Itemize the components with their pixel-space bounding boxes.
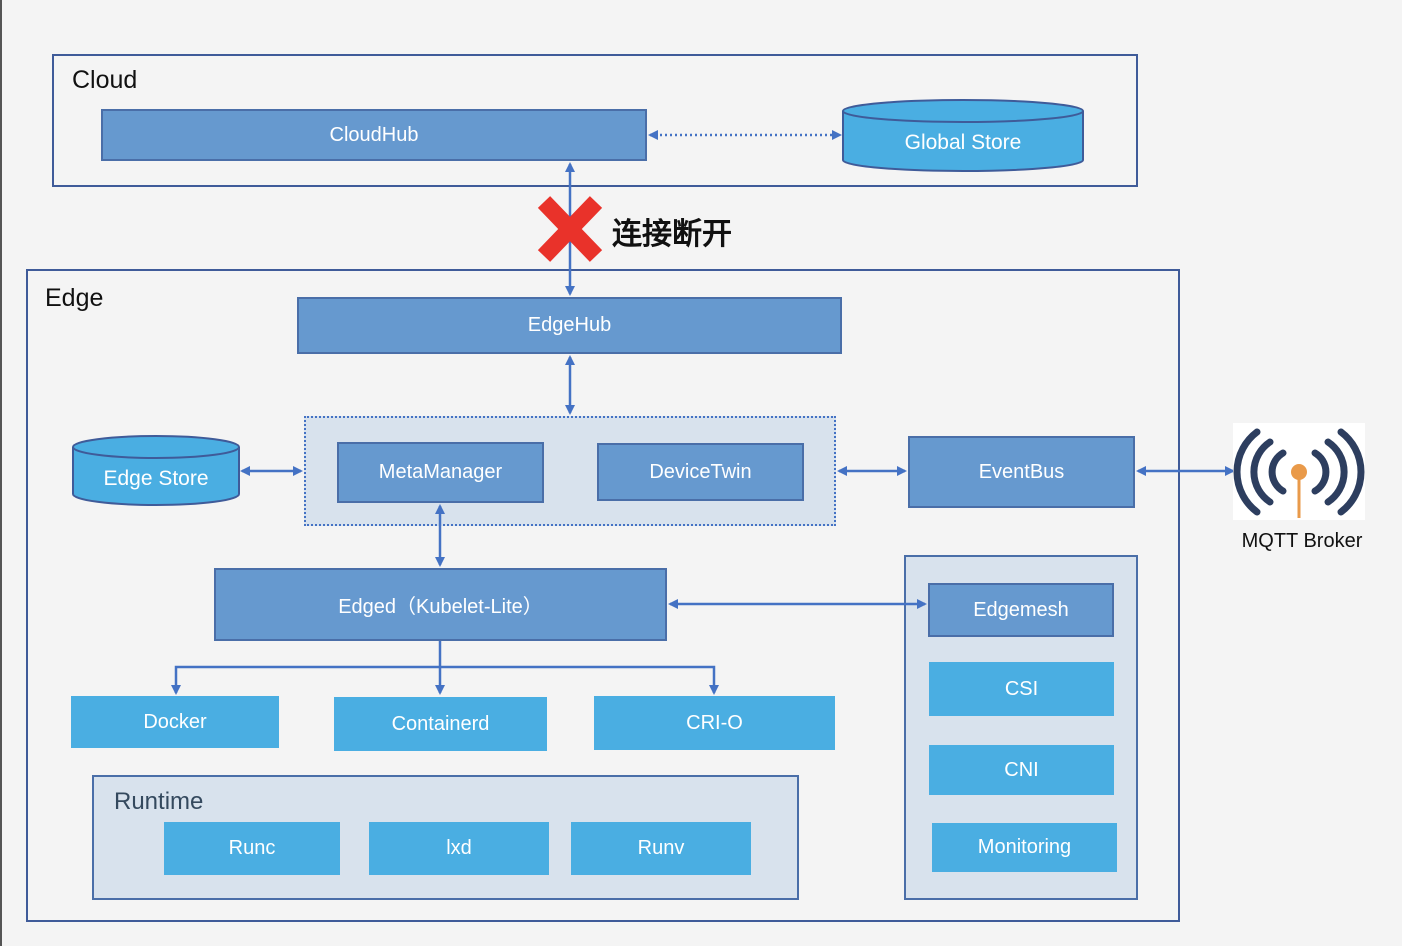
metamanager-box[interactable]: MetaManager [337,442,544,503]
edge-store-label: Edge Store [103,467,209,490]
global-store-label: Global Store [904,131,1022,154]
eventbus-box[interactable]: EventBus [908,436,1135,508]
csi-box[interactable]: CSI [929,662,1114,716]
edgehub-box[interactable]: EdgeHub [297,297,842,354]
runtime-lxd-box[interactable]: lxd [369,822,549,875]
disconnect-cross-icon [537,196,603,262]
left-edge-line [0,0,2,946]
cloudhub-box[interactable]: CloudHub [101,109,647,161]
monitoring-box[interactable]: Monitoring [932,823,1117,872]
runtime-label: Runtime [114,788,204,815]
cni-box[interactable]: CNI [929,745,1114,795]
global-store-cylinder[interactable] [842,99,1084,172]
runtime-runv-box[interactable]: Runv [571,822,751,875]
mqtt-broker-label: MQTT Broker [1241,530,1363,552]
cri-o-box[interactable]: CRI-O [594,696,835,750]
edged-cri-tree [171,641,719,695]
disconnect-label: 连接断开 [612,218,732,251]
edged-box[interactable]: Edged（Kubelet-Lite） [214,568,667,641]
cloud-label: Cloud [72,66,138,94]
mqtt-broadcast-icon [1233,423,1365,520]
cri-docker-box[interactable]: Docker [71,696,279,748]
edge-store-cylinder[interactable] [72,435,240,506]
edge-label: Edge [45,284,104,312]
edgemesh-box[interactable]: Edgemesh [928,583,1114,637]
runtime-runc-box[interactable]: Runc [164,822,340,875]
devicetwin-box[interactable]: DeviceTwin [597,443,804,501]
cri-containerd-box[interactable]: Containerd [334,697,547,751]
